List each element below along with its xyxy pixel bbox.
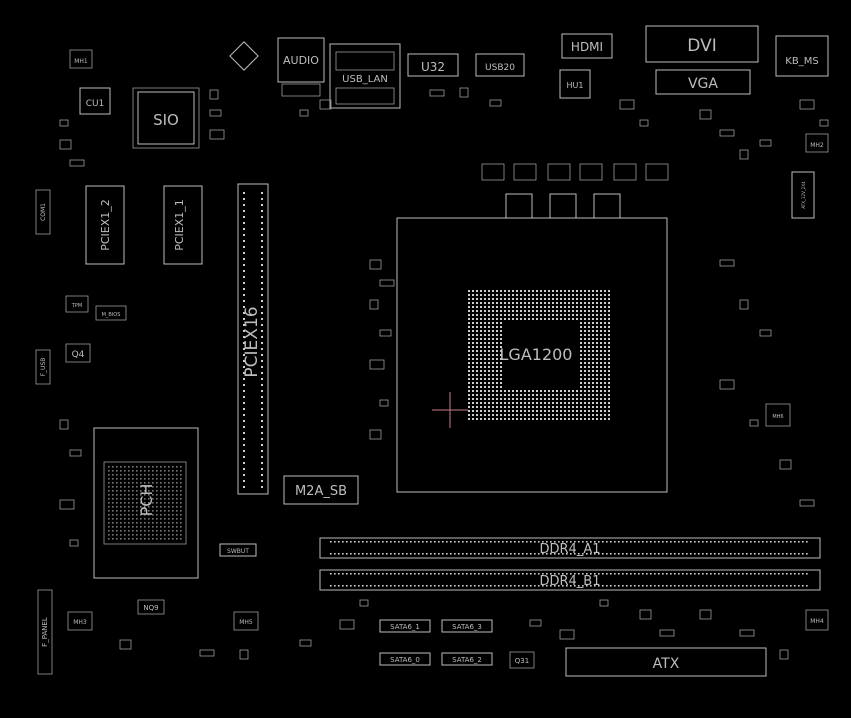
pch-label: PCH bbox=[137, 484, 156, 517]
usb-lan-label: USB_LAN bbox=[342, 74, 388, 85]
ddr4-b1-slot[interactable]: DDR4_B1 bbox=[319, 569, 821, 591]
nq9-chip: NQ9 bbox=[137, 599, 165, 615]
tpm-header[interactable]: TPM bbox=[65, 295, 89, 313]
nq9-label: NQ9 bbox=[143, 604, 158, 612]
vrm-chokes bbox=[481, 163, 669, 219]
atx-power-connector[interactable]: ATX bbox=[565, 647, 767, 677]
pciex1-1-label: PCIEX1_1 bbox=[173, 199, 186, 251]
audio-label: AUDIO bbox=[283, 54, 319, 67]
kb-ms-connector[interactable]: KB_MS bbox=[775, 35, 829, 77]
m2a-sb-slot[interactable]: M2A_SB bbox=[283, 475, 359, 505]
cpu-socket[interactable]: LGA1200 bbox=[396, 217, 668, 493]
f-usb-header[interactable]: F_USB bbox=[35, 349, 51, 385]
cpu-pin-grid bbox=[468, 290, 610, 420]
vga-label: VGA bbox=[688, 76, 718, 92]
pch-chip[interactable]: PCH bbox=[93, 427, 199, 579]
atx-label: ATX bbox=[653, 656, 680, 672]
audio-connector[interactable]: AUDIO bbox=[277, 37, 325, 97]
cu1-chip[interactable]: CU1 bbox=[79, 87, 111, 115]
dvi-connector[interactable]: DVI bbox=[645, 25, 759, 63]
mh2-label: MH2 bbox=[810, 142, 824, 149]
pciex1-2-slot[interactable]: PCIEX1_2 bbox=[85, 185, 125, 265]
atx-12v-connector[interactable]: ATX_12V_2X4 bbox=[791, 171, 815, 219]
q31-chip: Q31 bbox=[509, 651, 535, 669]
clock-chip bbox=[229, 41, 259, 71]
q4-chip: Q4 bbox=[65, 343, 91, 363]
atx-12v-label: ATX_12V_2X4 bbox=[801, 181, 806, 209]
mh1-hole: MH1 bbox=[69, 49, 93, 69]
m-bios-chip: M_BIOS bbox=[95, 305, 127, 321]
pciex16-label: PCIEX16 bbox=[242, 306, 262, 377]
swbut-label: SWBUT bbox=[227, 548, 249, 555]
mh3-label: MH3 bbox=[73, 619, 87, 626]
hu1-label: HU1 bbox=[567, 81, 584, 90]
ddr4-a1-slot[interactable]: DDR4_A1 bbox=[319, 537, 821, 559]
f-usb-label: F_USB bbox=[40, 358, 47, 377]
ddr4-b1-pins bbox=[330, 573, 808, 587]
cu1-label: CU1 bbox=[86, 99, 105, 109]
mh1-label: MH1 bbox=[74, 58, 88, 65]
com1-label: COM1 bbox=[40, 203, 47, 221]
hdmi-label: HDMI bbox=[571, 40, 603, 54]
sata6g-3-label: SATA6_3 bbox=[452, 623, 482, 631]
f-panel-header[interactable]: F_PANEL bbox=[37, 589, 53, 675]
sata6g-3-port[interactable]: SATA6_3 bbox=[441, 619, 493, 633]
sata6g-0-port[interactable]: SATA6_0 bbox=[379, 652, 431, 666]
m-bios-label: M_BIOS bbox=[102, 312, 121, 318]
pciex16-slot[interactable]: PCIEX16 bbox=[237, 183, 269, 495]
sata6g-2-label: SATA6_2 bbox=[452, 656, 482, 664]
pch-pin-grid bbox=[108, 466, 182, 540]
usb20-connector[interactable]: USB20 bbox=[475, 53, 525, 77]
kb-ms-label: KB_MS bbox=[785, 56, 818, 67]
sio-chip[interactable]: SIO bbox=[132, 87, 200, 149]
m2a-sb-label: M2A_SB bbox=[295, 484, 347, 499]
ddr4-a1-pins bbox=[330, 541, 808, 555]
hu1-chip[interactable]: HU1 bbox=[559, 69, 591, 99]
mh4-label: MH4 bbox=[810, 618, 824, 625]
mh4-hole: MH4 bbox=[805, 609, 829, 631]
sata6g-2-port[interactable]: SATA6_2 bbox=[441, 652, 493, 666]
mh3-hole: MH3 bbox=[67, 611, 93, 631]
vga-connector[interactable]: VGA bbox=[655, 69, 751, 95]
ddr4-b1-label: DDR4_B1 bbox=[539, 574, 600, 589]
pciex1-2-label: PCIEX1_2 bbox=[99, 199, 112, 251]
mh2-hole: MH2 bbox=[805, 133, 829, 153]
tpm-label: TPM bbox=[71, 303, 82, 309]
dvi-label: DVI bbox=[687, 36, 716, 56]
swbut-button[interactable]: SWBUT bbox=[219, 543, 257, 557]
mh6-hole: MH6 bbox=[765, 403, 791, 427]
f-panel-label: F_PANEL bbox=[41, 617, 49, 647]
u32-connector[interactable]: U32 bbox=[407, 53, 459, 77]
usb20-label: USB20 bbox=[485, 63, 515, 73]
pciex1-1-slot[interactable]: PCIEX1_1 bbox=[163, 185, 203, 265]
sio-label: SIO bbox=[153, 111, 179, 129]
u32-label: U32 bbox=[421, 60, 445, 74]
sata6g-1-label: SATA6_1 bbox=[390, 623, 420, 631]
mh5-hole: MH5 bbox=[233, 611, 259, 631]
sata6g-1-port[interactable]: SATA6_1 bbox=[379, 619, 431, 633]
com1-header[interactable]: COM1 bbox=[35, 189, 51, 235]
cpu-socket-label: LGA1200 bbox=[500, 345, 573, 364]
sata6g-0-label: SATA6_0 bbox=[390, 656, 420, 664]
hdmi-connector[interactable]: HDMI bbox=[561, 33, 613, 59]
pciex16-pins bbox=[243, 192, 263, 488]
q31-label: Q31 bbox=[515, 657, 529, 665]
q4-label: Q4 bbox=[72, 350, 85, 360]
usb-lan-connector[interactable]: USB_LAN bbox=[329, 43, 401, 109]
mh5-label: MH5 bbox=[239, 619, 253, 626]
passive-components bbox=[59, 87, 829, 660]
ddr4-a1-label: DDR4_A1 bbox=[540, 542, 601, 557]
mh6-label: MH6 bbox=[772, 414, 783, 420]
